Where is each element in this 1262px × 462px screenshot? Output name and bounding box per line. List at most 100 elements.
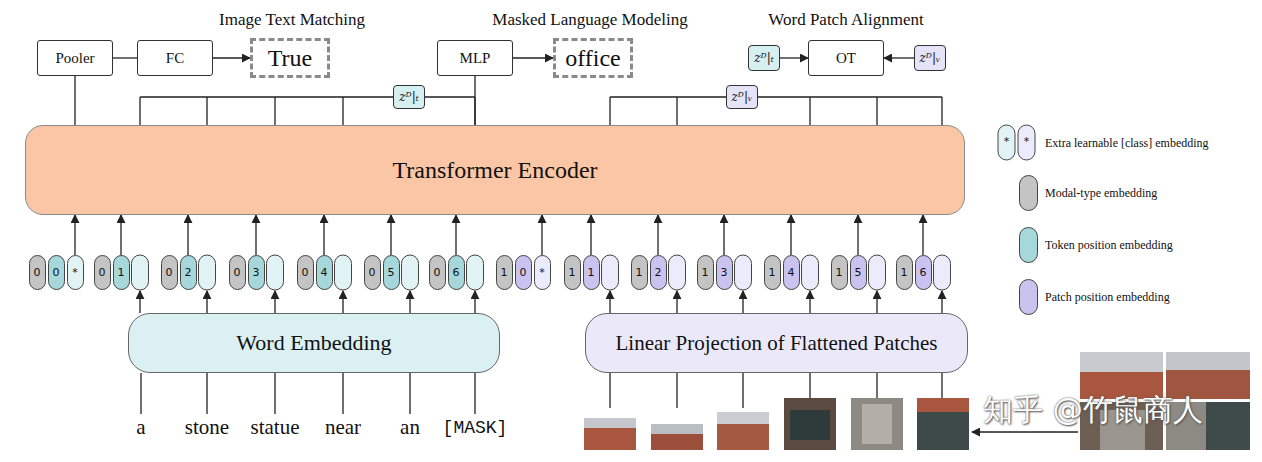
word-line — [140, 373, 141, 414]
node-text: 1 — [836, 266, 843, 279]
node-text: 0 — [234, 266, 241, 279]
position-pill: 4 — [783, 255, 800, 290]
node-text: Linear Projection of Flattened Patches — [616, 331, 938, 356]
embed-arrow — [742, 291, 743, 313]
token-pill — [199, 255, 216, 290]
modal-type-pill: 0 — [229, 255, 246, 290]
modal-type-pill: 1 — [697, 255, 714, 290]
node-text: 1 — [702, 266, 709, 279]
image-quadrant — [1166, 352, 1250, 399]
embed-arrow — [941, 291, 942, 313]
node-text: zᴰ|ᵥ — [920, 51, 941, 65]
node-text: 5 — [855, 266, 862, 279]
patch-statue — [917, 398, 969, 450]
node-text: 6 — [920, 266, 927, 279]
position-pill: 0 — [48, 255, 65, 290]
modal-type-pill: 0 — [161, 255, 178, 290]
position-pill: 3 — [716, 255, 733, 290]
connector — [657, 215, 658, 255]
class-pill: * — [534, 255, 551, 290]
node-text: 4 — [788, 266, 795, 279]
position-pill: 1 — [113, 255, 130, 290]
position-pill: 4 — [316, 255, 333, 290]
feature-box: zᴰ|ᵥ — [726, 85, 758, 109]
task-title: Image Text Matching — [219, 10, 365, 30]
node-text: 0 — [520, 266, 527, 279]
node-text: 0 — [34, 266, 41, 279]
node-text: 1 — [769, 266, 776, 279]
patch-pill — [934, 255, 951, 290]
word-line — [206, 373, 207, 414]
feature-box: zᴰ|ᵥ — [914, 45, 946, 71]
connector — [120, 215, 121, 255]
node-text: 1 — [588, 266, 595, 279]
embedding-arrows — [140, 291, 942, 313]
legend-swatch — [1019, 279, 1038, 315]
class-star: * — [1004, 135, 1010, 148]
encoder-block: Transformer Encoder — [25, 125, 965, 215]
input-word: a — [136, 415, 145, 440]
patch-pill — [869, 255, 886, 290]
token-pill — [402, 255, 419, 290]
node-text: OT — [836, 50, 856, 67]
node-text: * — [539, 266, 545, 279]
process-box: OT — [808, 40, 884, 76]
modal-type-pill: 1 — [631, 255, 648, 290]
projection-block: Linear Projection of Flattened Patches — [585, 313, 968, 373]
patch-sky — [717, 412, 769, 450]
embed-arrow — [676, 291, 677, 313]
feature-box: zᴰ|ₜ — [393, 85, 425, 109]
patch-brick — [651, 434, 703, 450]
patch-brick — [717, 424, 769, 450]
node-text: 1 — [118, 266, 125, 279]
task-title: Word Patch Alignment — [768, 10, 923, 30]
node-text: 0 — [302, 266, 309, 279]
patch-statue — [862, 404, 892, 444]
connector — [513, 57, 553, 58]
modal-type-pill: 1 — [831, 255, 848, 290]
patch-pill — [669, 255, 686, 290]
connector — [541, 215, 542, 255]
node-text: True — [268, 45, 312, 72]
embed-arrow — [609, 291, 610, 313]
connector — [213, 57, 250, 58]
position-pill: 6 — [448, 255, 465, 290]
connector — [857, 215, 858, 255]
legend-text: Token position embedding — [1045, 238, 1173, 253]
node-text: 4 — [321, 266, 328, 279]
position-pill: 5 — [850, 255, 867, 290]
patchify-arrow — [972, 431, 1078, 433]
patch-sky — [584, 418, 636, 450]
node-text: 0 — [99, 266, 106, 279]
word-line — [274, 373, 275, 414]
output-box: True — [250, 38, 330, 78]
image-quadrant — [1080, 352, 1163, 399]
patch-statue — [790, 410, 830, 440]
modal-type-pill: 0 — [297, 255, 314, 290]
image-patches — [584, 398, 969, 450]
connector — [610, 97, 942, 125]
embed-arrow — [474, 291, 475, 313]
input-word: [MASK] — [443, 418, 508, 438]
legend-text: Patch position embedding — [1045, 290, 1170, 305]
connector — [113, 57, 137, 58]
node-text: 1 — [569, 266, 576, 279]
node-text: 1 — [901, 266, 908, 279]
feature-box: zᴰ|ₜ — [748, 45, 780, 71]
connector — [455, 215, 456, 255]
node-text: * — [72, 266, 78, 279]
connector — [74, 215, 75, 255]
position-pill: 6 — [915, 255, 932, 290]
legend-swatch — [1019, 227, 1038, 263]
embed-arrow — [409, 291, 410, 313]
embed-arrow — [139, 291, 140, 313]
node-text: 0 — [166, 266, 173, 279]
legend-class-pill — [998, 125, 1015, 160]
connector — [255, 215, 256, 255]
modal-type-pill: 1 — [896, 255, 913, 290]
connector — [390, 215, 391, 255]
word-line — [474, 373, 475, 414]
node-text: 3 — [253, 266, 260, 279]
process-box: MLP — [437, 40, 513, 76]
patch-brick — [917, 398, 969, 412]
